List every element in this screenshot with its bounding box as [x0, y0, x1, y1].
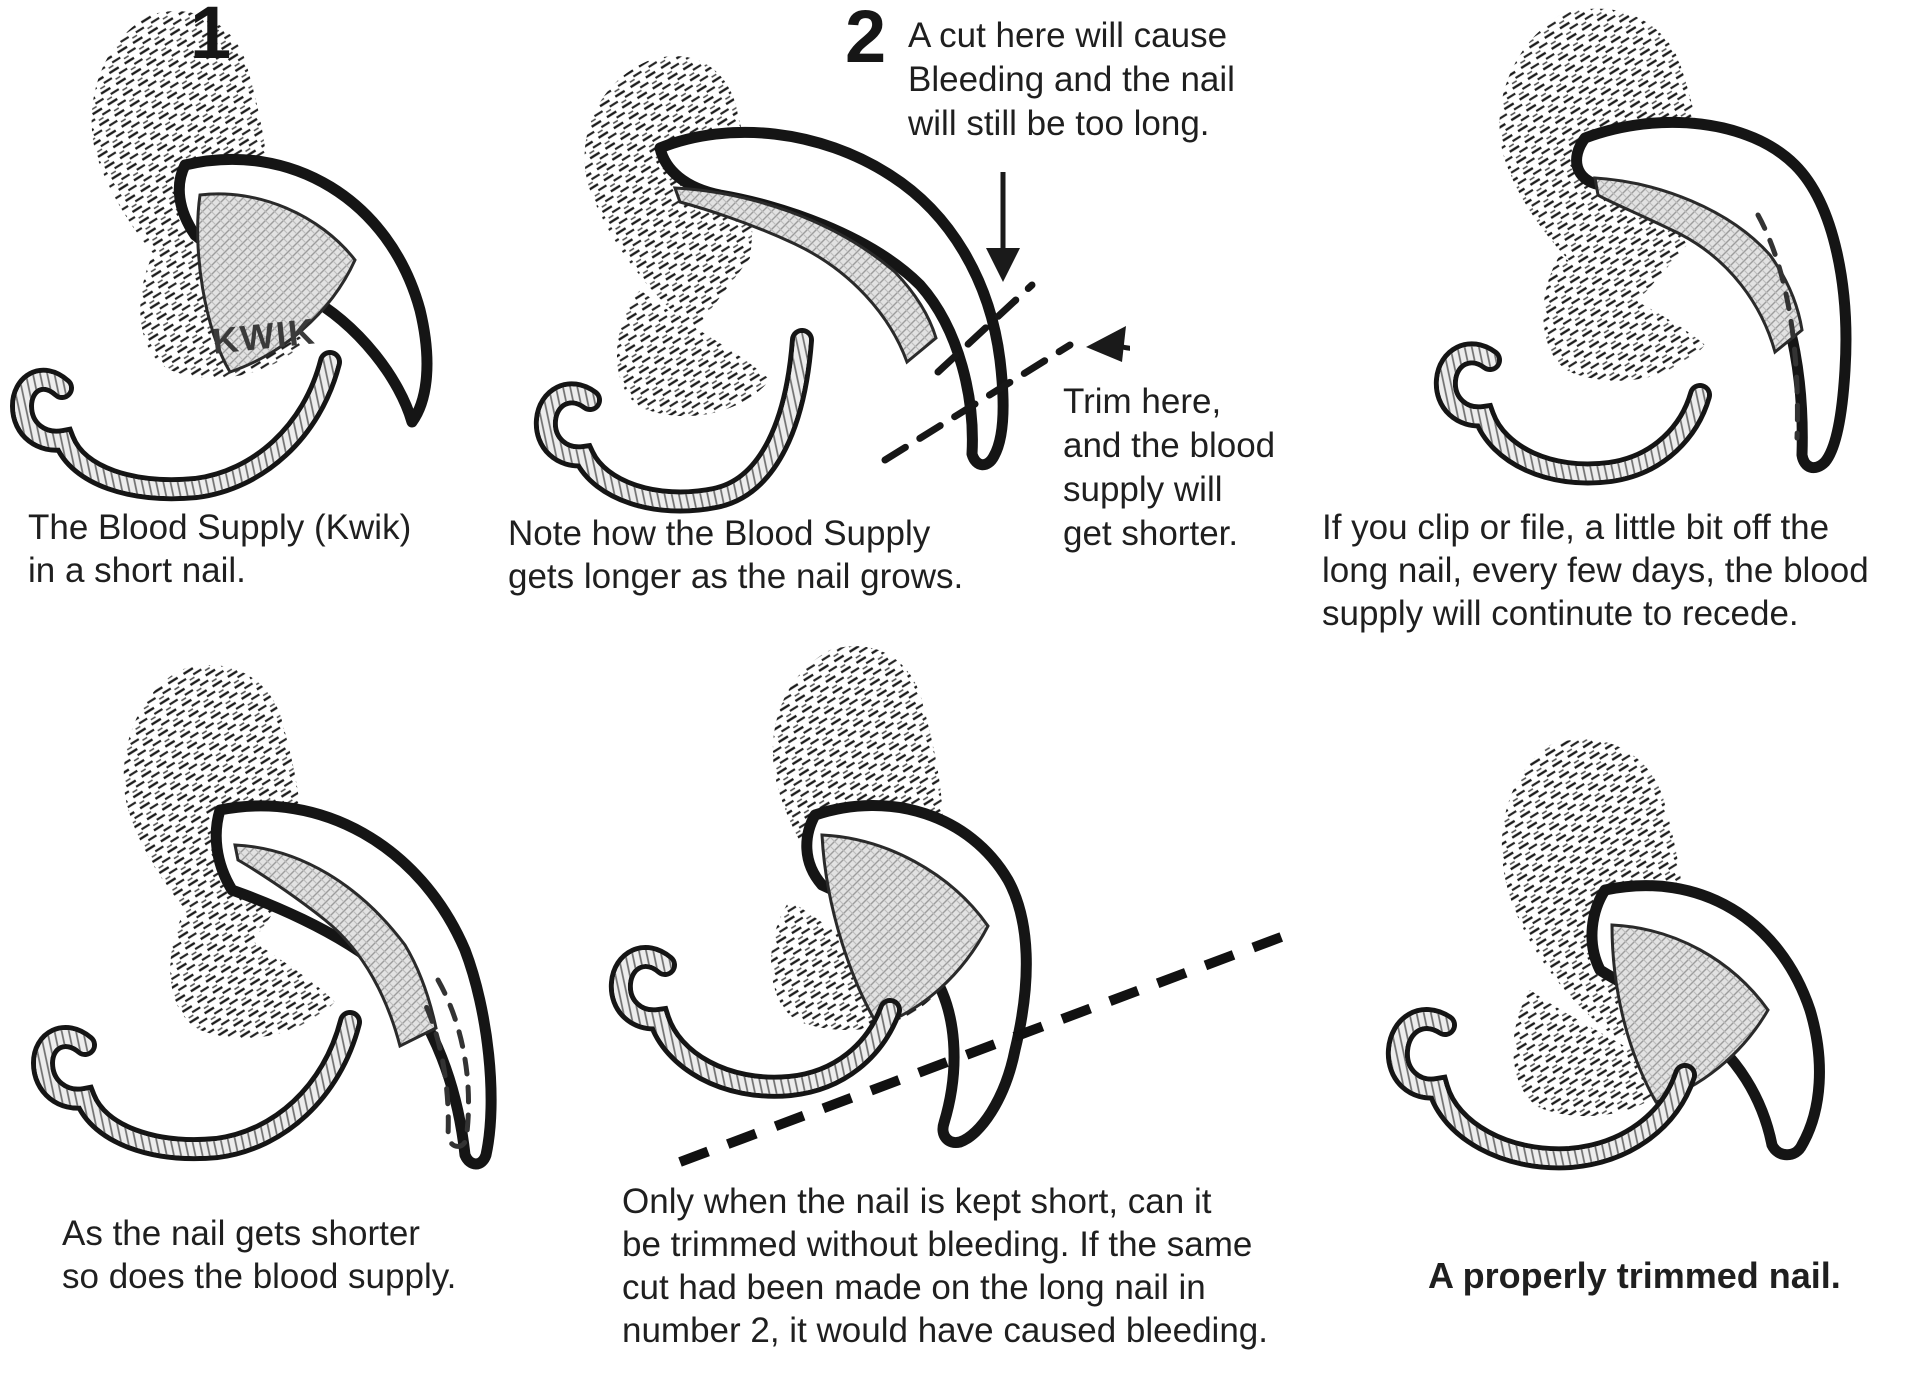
- safe-cut-line: [678, 925, 1302, 1167]
- quick: [196, 192, 357, 374]
- caption-long-nail: Note how the Blood Supply gets longer as…: [508, 514, 964, 596]
- caption-clip-or-file: If you clip or file, a little bit off th…: [1322, 508, 1869, 633]
- toe-texture: [1513, 990, 1675, 1117]
- toe-texture: [1543, 255, 1705, 381]
- cut-note: A cut here will cause Bleeding and the n…: [908, 16, 1235, 143]
- left-arrow-icon: [1086, 326, 1130, 362]
- toe-pad-line: [9, 350, 342, 502]
- receding-quick-outline: [423, 977, 472, 1149]
- trim-note: Trim here, and the blood supply will get…: [1063, 382, 1276, 553]
- receding-quick-line: [1755, 212, 1800, 441]
- nail-illustration-properly-trimmed: [1385, 739, 1825, 1171]
- fur-texture: [584, 56, 753, 330]
- panel-number-2: 2: [845, 0, 887, 78]
- trim-here-line: [881, 341, 1074, 464]
- toe-texture: [170, 900, 335, 1039]
- nail-illustration-safe-trim: [608, 646, 1302, 1167]
- quick: [1610, 923, 1770, 1104]
- quick: [672, 186, 938, 365]
- panel-number-1: 1: [190, 0, 232, 74]
- toe-pad-line: [533, 328, 814, 514]
- cut-here-line: [934, 281, 1036, 376]
- toe-pad-line: [608, 945, 902, 1099]
- quick: [233, 843, 438, 1049]
- toe-pad-line: [30, 1010, 362, 1161]
- caption-short-nail: The Blood Supply (Kwik) in a short nail.: [28, 508, 412, 590]
- nail-illustration-shorter: [30, 664, 497, 1170]
- toe-pad-line: [1433, 341, 1712, 486]
- down-arrow-icon: [986, 172, 1020, 282]
- toe-texture: [616, 290, 770, 417]
- nail-illustration-long-annotated: [533, 56, 1130, 514]
- caption-nail-shorter: As the nail gets shorter so does the blo…: [62, 1214, 457, 1296]
- caption-kept-short: Only when the nail is kept short, can it…: [622, 1182, 1268, 1350]
- nail-illustration-short: KWIK: [9, 11, 433, 502]
- caption-properly-trimmed: A properly trimmed nail.: [1428, 1255, 1841, 1296]
- quick: [820, 833, 990, 1028]
- nail-illustration-receding-quick: [1433, 8, 1852, 486]
- toe-pad-line: [1385, 1007, 1697, 1171]
- claw: [210, 800, 497, 1170]
- quick: [1593, 176, 1804, 355]
